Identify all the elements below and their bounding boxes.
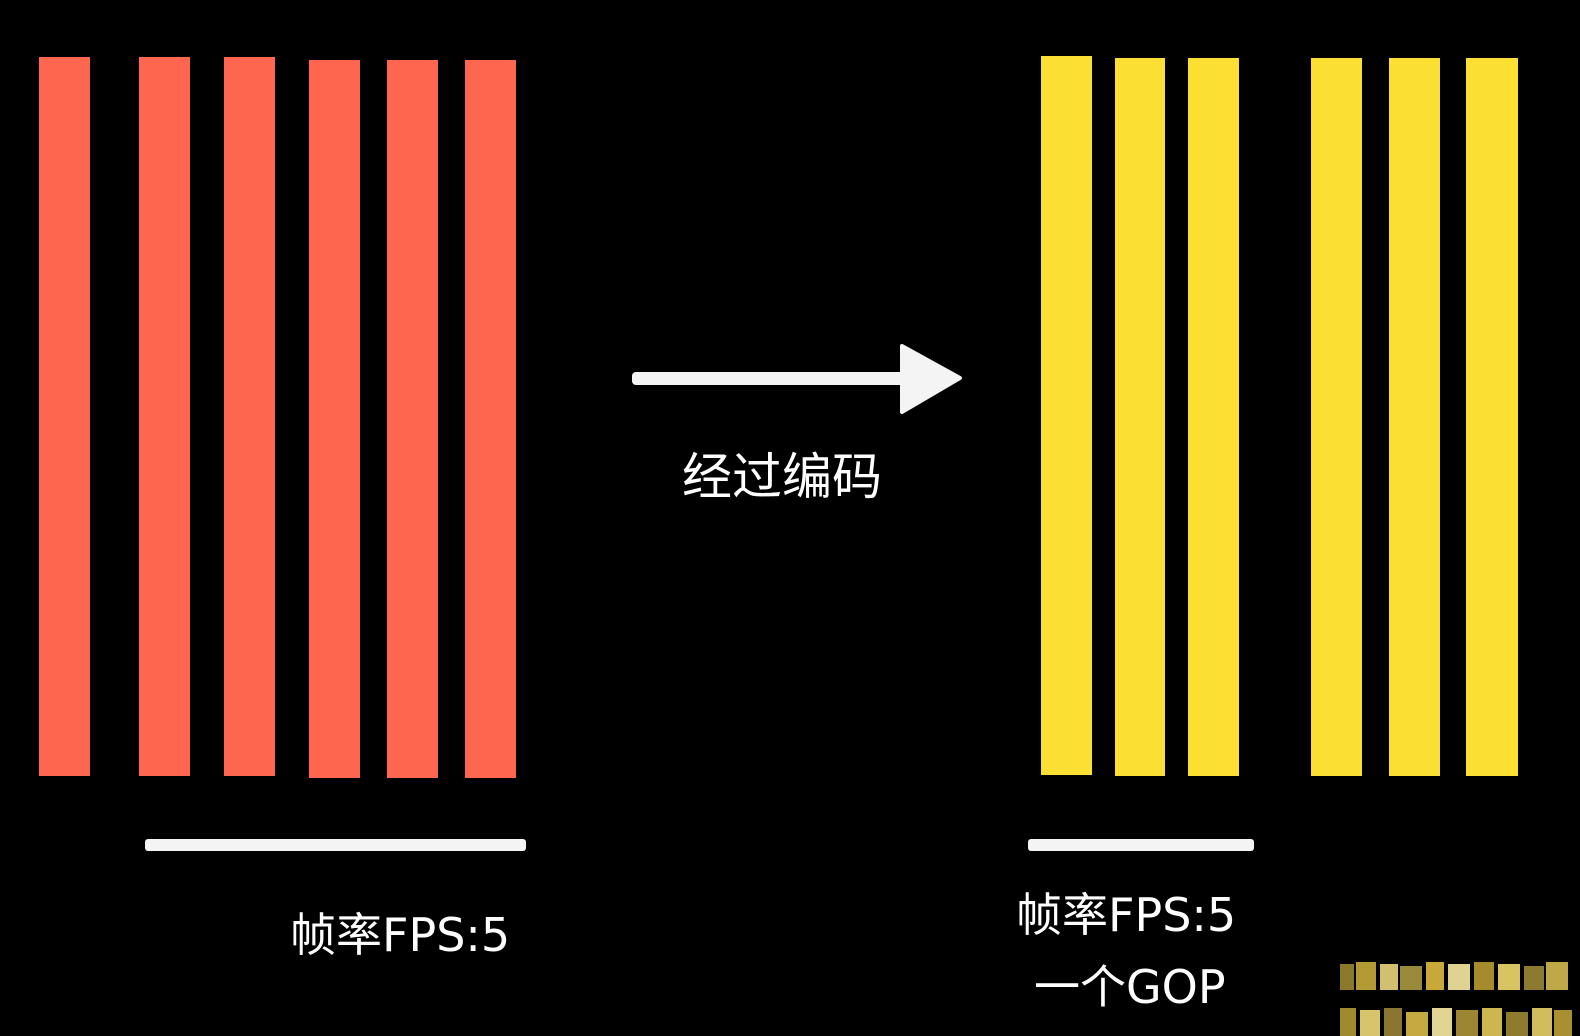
right-fps-label: 帧率FPS:5 — [1016, 888, 1237, 942]
right-frame-bar — [1041, 56, 1092, 775]
right-frame-bar — [1115, 58, 1165, 776]
right-frame-bar — [1466, 58, 1518, 776]
right-divider — [1028, 839, 1254, 851]
left-frame-bar — [309, 60, 360, 778]
left-frame-bar — [139, 57, 190, 776]
left-divider — [145, 839, 526, 851]
left-fps-label: 帧率FPS:5 — [290, 908, 511, 962]
pixelated-watermark — [1340, 958, 1572, 1036]
right-arrow-icon — [632, 344, 962, 414]
right-frame-bar — [1311, 58, 1362, 776]
left-frame-bar — [39, 57, 90, 776]
gop-label: 一个GOP — [1034, 960, 1226, 1014]
encode-label: 经过编码 — [682, 448, 882, 506]
left-frame-bar — [224, 57, 275, 776]
left-frame-bar — [465, 60, 516, 778]
right-frame-bar — [1188, 58, 1239, 776]
right-frame-bar — [1389, 58, 1440, 776]
left-frame-bar — [387, 60, 438, 778]
